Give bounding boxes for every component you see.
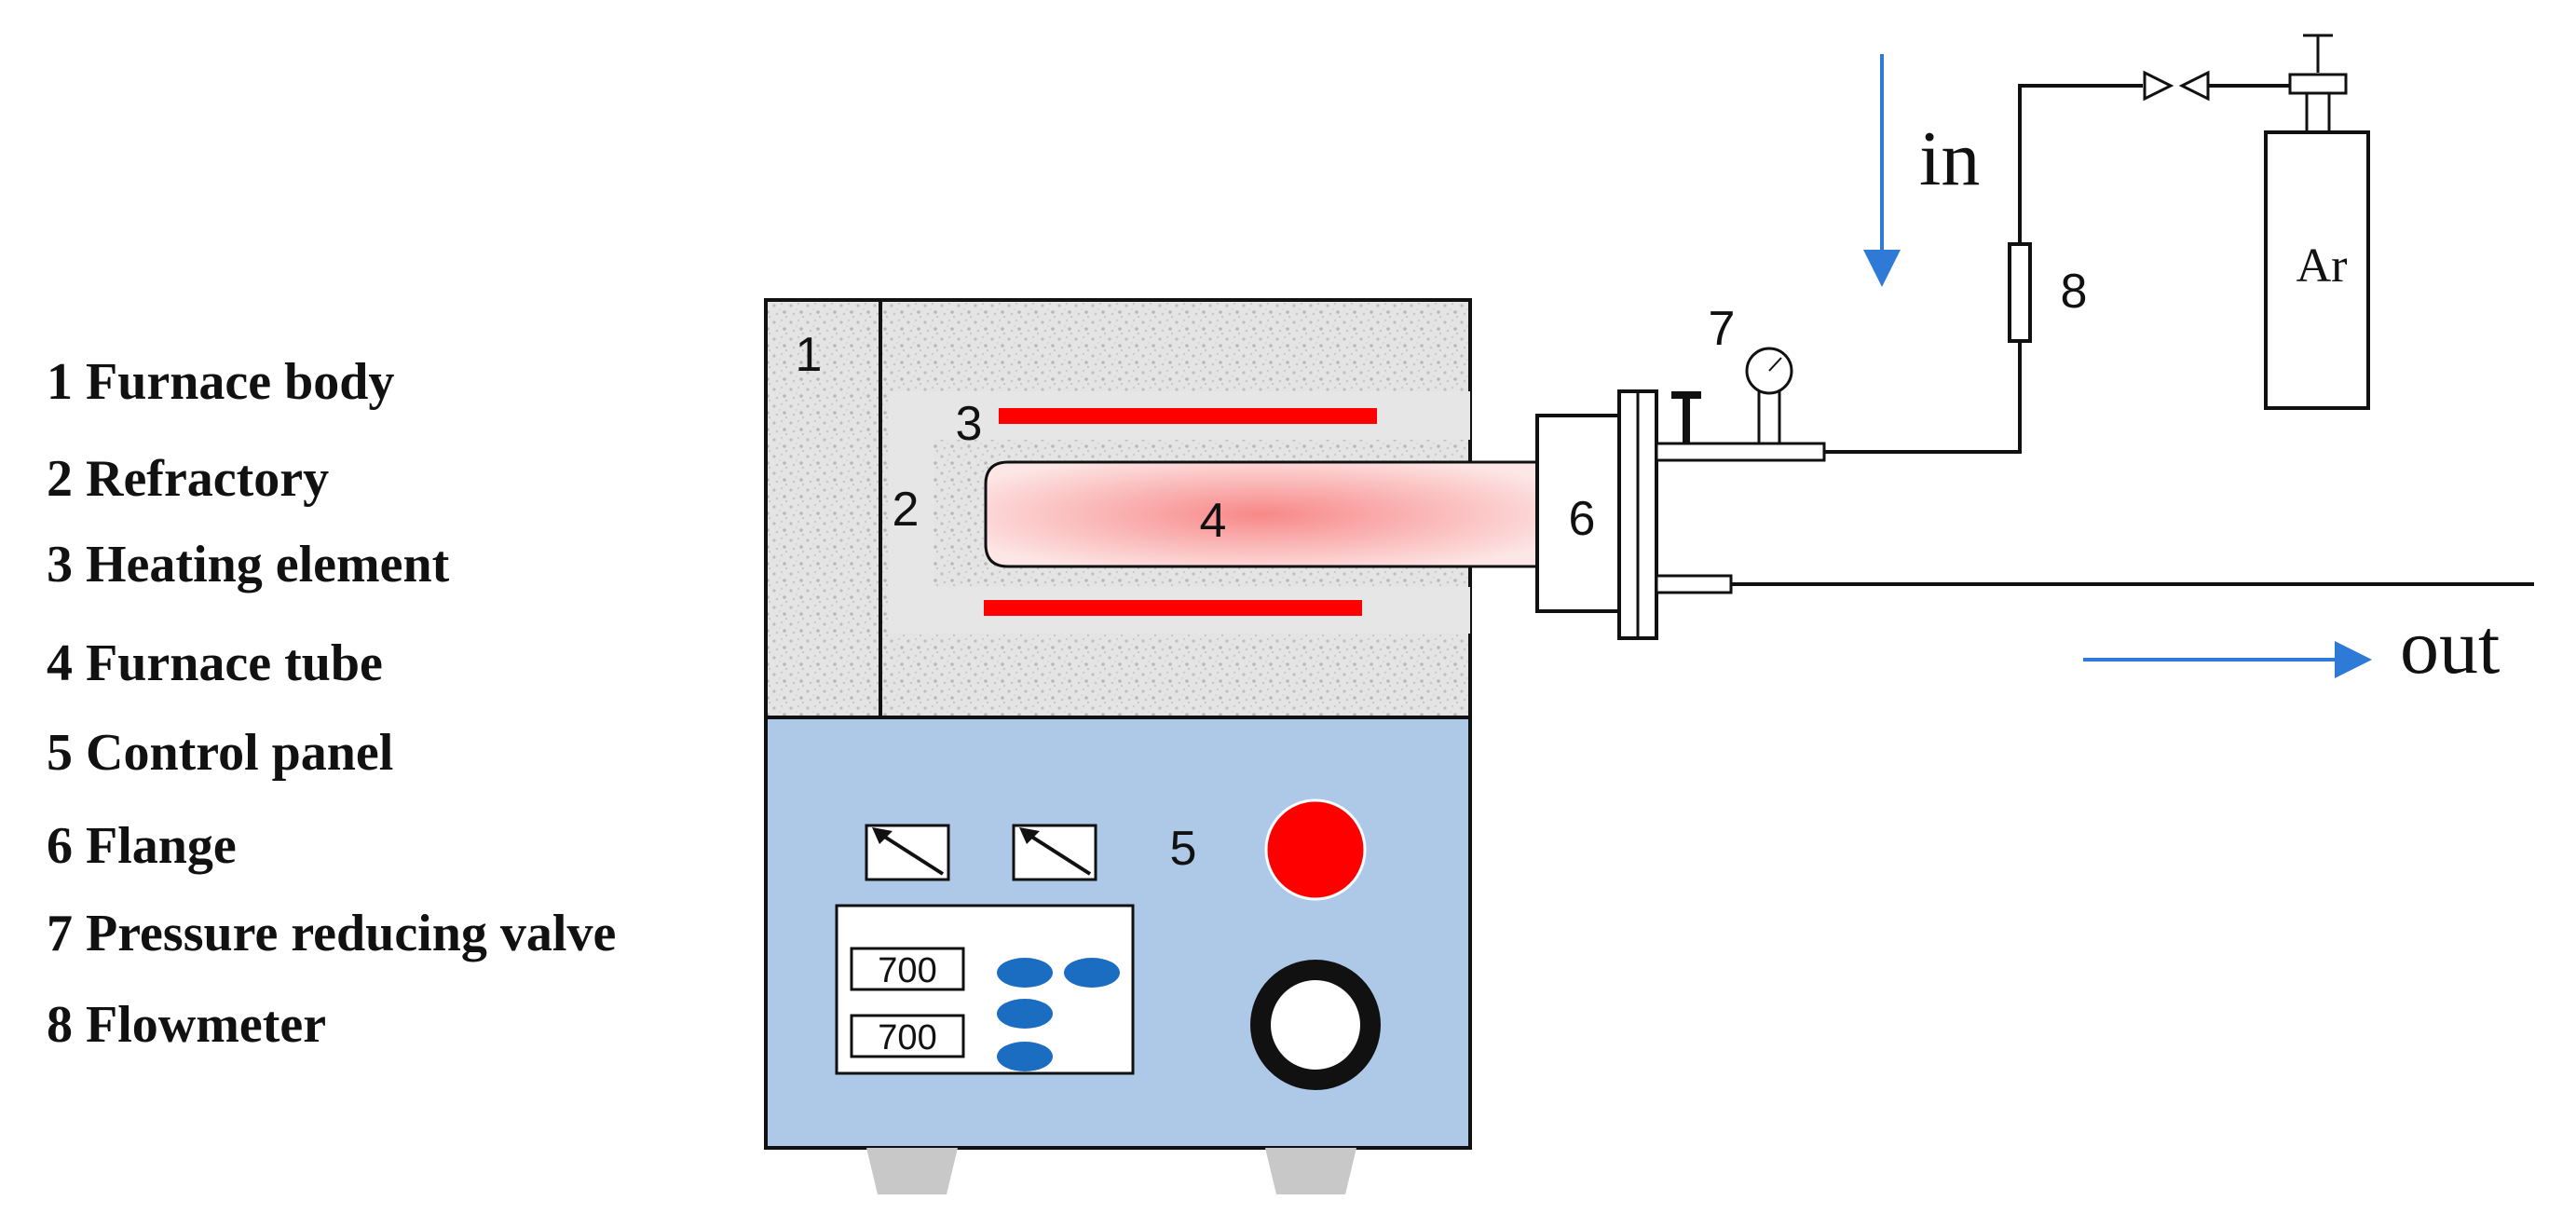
temperature-display-1 <box>850 947 965 991</box>
callout-flange: 6 <box>1569 492 1596 546</box>
legend-item-flange: 6 Flange <box>47 817 237 875</box>
foot-left <box>866 1148 958 1194</box>
legend-item-control-panel: 5 Control panel <box>47 724 394 782</box>
flange <box>1535 389 1658 640</box>
panel-button-1[interactable] <box>997 958 1053 988</box>
temperature-display-1-value: 700 <box>878 951 936 990</box>
furnace-tube <box>984 460 1539 568</box>
legend-item-pressure-reducing-valve: 7 Pressure reducing valve <box>47 905 617 962</box>
legend-item-furnace-body: 1 Furnace body <box>47 353 395 411</box>
foot-right <box>1265 1148 1356 1194</box>
heating-element-bottom <box>984 600 1362 616</box>
callout-control-panel: 5 <box>1170 822 1197 876</box>
inlet-connector <box>1655 442 1826 462</box>
control-panel: 700 700 <box>764 716 1472 1150</box>
gauge-right <box>1012 824 1097 881</box>
callout-refractory: 2 <box>893 483 920 537</box>
callout-flowmeter: 8 <box>2061 265 2088 319</box>
legend-item-refractory: 2 Refractory <box>47 450 330 508</box>
refractory <box>890 391 1470 634</box>
argon-cylinder: Ar <box>2264 34 2370 410</box>
inlet-pipe <box>1824 84 2143 454</box>
callout-furnace-body: 1 <box>796 328 823 382</box>
control-knob[interactable] <box>1250 960 1381 1090</box>
power-button[interactable] <box>1264 798 1367 901</box>
callout-pressure-valve: 7 <box>1709 302 1736 356</box>
panel-button-4[interactable] <box>997 1042 1053 1071</box>
callout-heating-element: 3 <box>956 397 983 451</box>
cylinder-gas-label: Ar <box>2297 239 2348 293</box>
panel-button-3[interactable] <box>997 999 1053 1029</box>
pressure-reducing-valve <box>1671 347 1793 443</box>
out-label: out <box>2400 604 2500 690</box>
heating-element-top <box>999 408 1377 424</box>
gauge-left <box>865 824 950 881</box>
outlet-connector <box>1655 574 1733 594</box>
callout-furnace-tube: 4 <box>1200 494 1227 548</box>
panel-button-2[interactable] <box>1064 958 1120 988</box>
in-label: in <box>1919 116 1980 202</box>
temperature-display-2 <box>850 1014 965 1058</box>
temperature-display-2-value: 700 <box>878 1018 936 1057</box>
flowmeter <box>2008 242 2032 343</box>
legend-item-flowmeter: 8 Flowmeter <box>47 996 327 1054</box>
legend-item-furnace-tube: 4 Furnace tube <box>47 634 383 692</box>
legend-item-heating-element: 3 Heating element <box>47 536 450 593</box>
